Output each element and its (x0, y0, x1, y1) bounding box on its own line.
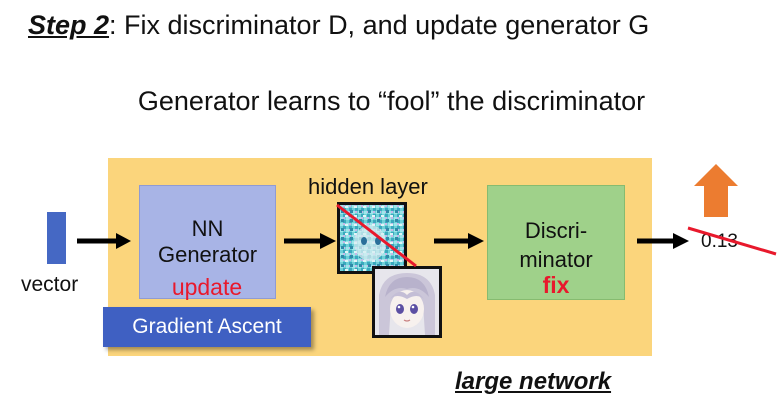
step-description: : Fix discriminator D, and update genera… (109, 10, 650, 40)
up-arrow-icon (694, 164, 738, 217)
large-network-label: large network (455, 368, 612, 395)
generated-image-after (372, 266, 442, 338)
generator-line-generator: Generator (157, 242, 258, 267)
step-title: Step 2: Fix discriminator D, and update … (28, 10, 649, 41)
arrow-hidden-to-discriminator (434, 233, 484, 249)
discriminator-status-fix: fix (542, 272, 570, 298)
vector-label: vector (21, 273, 79, 296)
output-score: 0.13 (701, 231, 738, 252)
generator-line-nn: NN (191, 216, 224, 241)
hidden-layer-label: hidden layer (308, 174, 428, 199)
generator-status-update: update (171, 274, 243, 300)
arrow-generator-to-hidden (284, 233, 336, 249)
input-vector (47, 212, 66, 264)
discriminator-block: Discri- minator (487, 185, 625, 300)
step-number: Step 2 (28, 10, 110, 40)
arrow-vector-to-generator (77, 233, 131, 249)
anime-face-icon (375, 269, 439, 335)
cross-out-hidden-image (336, 203, 417, 268)
generator-text: NN Generator (140, 216, 275, 268)
discriminator-text: Discri- minator (488, 216, 624, 274)
cross-out-score (687, 226, 777, 256)
discriminator-line-1: Discri- (524, 218, 588, 243)
gradient-ascent-button[interactable]: Gradient Ascent (103, 307, 311, 347)
subtitle: Generator learns to “fool” the discrimin… (137, 86, 646, 116)
generator-block: NN Generator (139, 185, 276, 299)
arrow-discriminator-to-output (637, 233, 689, 249)
discriminator-line-2: minator (519, 247, 593, 272)
